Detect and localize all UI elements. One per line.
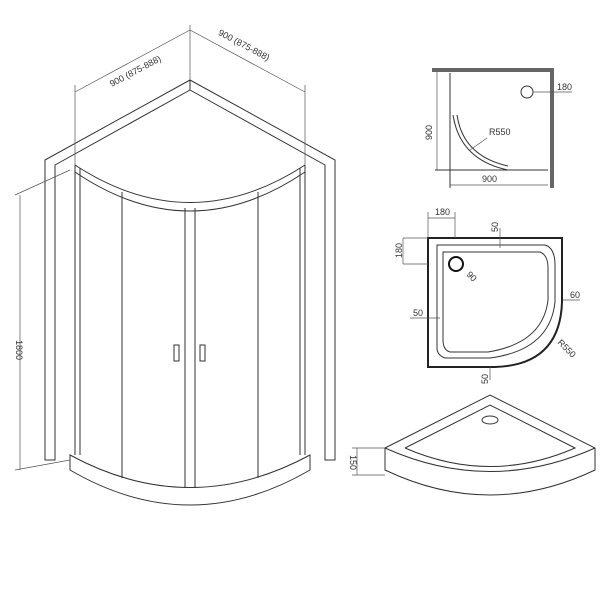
rim-top-label: 50 [490, 222, 500, 232]
rim-side-label: 60 [570, 290, 580, 300]
tray-outline [427, 237, 563, 368]
right-wall [189, 79, 336, 461]
handle-right [199, 344, 206, 362]
tray-height-label: 150 [348, 455, 358, 470]
tray-plan-view: 180 180 50 50 50 60 90 R550 [394, 207, 580, 384]
drain-icon [481, 415, 499, 425]
tray-body [384, 394, 596, 496]
drain-icon [448, 256, 464, 272]
top-rail [74, 164, 306, 203]
drain-icon [520, 85, 534, 99]
tray-base [69, 454, 311, 506]
width-label: 900 [482, 174, 497, 184]
rim-left-label: 50 [413, 308, 423, 318]
handle-left [173, 344, 180, 362]
drain-y-label: 180 [394, 243, 404, 258]
depth-label: 900 [424, 125, 434, 140]
radius-label: R550 [489, 127, 511, 137]
top-plan-view: 900 900 180 R550 [424, 68, 572, 188]
drain-offset-label: 180 [557, 82, 572, 92]
left-wall [44, 79, 191, 461]
tray-isometric-view: 150 [348, 394, 596, 496]
walls [432, 68, 554, 188]
rim-bottom-label: 50 [480, 374, 490, 384]
drain-diameter-label: 90 [465, 269, 479, 283]
enclosure-front-view: 900 (875-888) 900 (875-888) 1800 [14, 25, 336, 506]
tray-radius-label: R550 [556, 337, 578, 359]
width-left-label: 900 (875-888) [108, 53, 163, 88]
width-right-label: 900 (875-888) [217, 27, 272, 62]
drain-x-label: 180 [435, 207, 450, 217]
height-label: 1800 [14, 340, 24, 360]
